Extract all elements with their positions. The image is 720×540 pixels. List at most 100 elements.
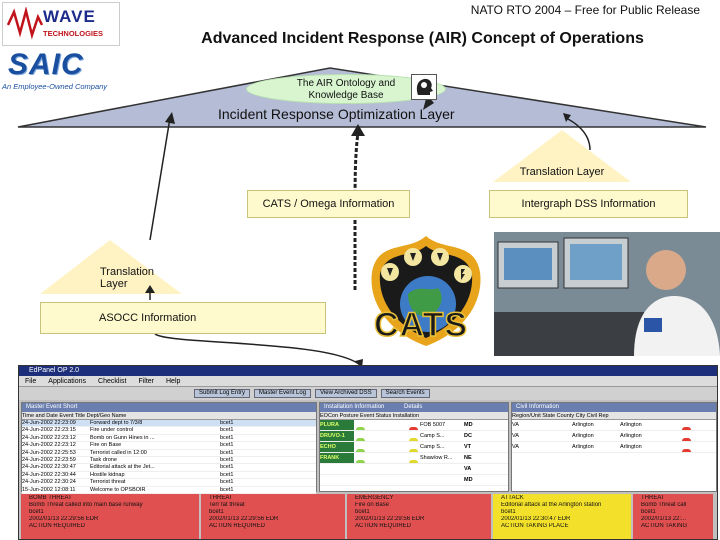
intergraph-info-label: Intergraph DSS Information: [521, 198, 656, 210]
event-time: 24-Jun-2002 22:23:09: [22, 420, 76, 426]
master-event-panel-header: Master Event Short: [22, 403, 316, 412]
event-time: 24-Jun-2002 22:23:59: [22, 456, 76, 463]
civil-county: Arlington: [572, 433, 594, 439]
alert-line: Terr fat threat: [209, 502, 245, 508]
alert-line: Fire on Base: [355, 502, 390, 508]
search-events-button[interactable]: Search Events: [380, 389, 430, 398]
installation-row[interactable]: VA: [320, 464, 508, 475]
saic-tagline: An Employee-Owned Company: [2, 82, 108, 91]
alert-line: bcet1: [209, 509, 224, 515]
alert-line: THREAT: [209, 495, 233, 501]
alert-line: ACTION REQUIRED: [29, 523, 86, 529]
alert-line: Bomb Threat call: [641, 502, 687, 508]
cats-omega-info-box: CATS / Omega Information: [247, 190, 410, 218]
operator-head: [646, 250, 686, 290]
civil-state: VA: [512, 433, 519, 439]
menu-applications[interactable]: Applications: [48, 378, 87, 385]
event-dept: bcet1: [220, 464, 234, 471]
event-title: Hostile kidnap: [90, 471, 125, 478]
ontology-arrowhead: [423, 95, 434, 110]
installation-panel-header: Installation Information Details: [320, 403, 508, 412]
cats-to-knowledge-arrow: [353, 132, 360, 290]
event-dept: bcet1: [220, 434, 234, 441]
alert-line: ACTION REQUIRED: [355, 523, 412, 529]
wave-icon: [7, 7, 43, 40]
event-time: 15-Jun-2002 12:08:11: [22, 486, 76, 493]
alert-line: 2002/01/13 22:...: [641, 516, 687, 522]
civil-city: Arlington: [620, 422, 642, 428]
details-tab[interactable]: Details: [404, 404, 423, 410]
cats-to-knowledge-arrowhead: [351, 124, 365, 136]
posture-status-icon: [356, 437, 365, 441]
cats-logo-text: CATS: [373, 305, 469, 345]
installation-code: FRANK: [320, 453, 354, 463]
installation-columns: EOCon Posture Event Status Installation: [320, 412, 508, 420]
right-translation-arrowhead: [563, 113, 571, 122]
event-time: 24-Jun-2002 22:23:15: [22, 427, 76, 434]
translation-layer-left-label: Translation Layer: [100, 266, 155, 290]
menu-checklist[interactable]: Checklist: [98, 378, 127, 385]
alert-line: bcet1: [355, 509, 370, 515]
event-title: Terrorist threat: [90, 479, 126, 486]
event-time: 24-Jun-2002 22:23:12: [22, 434, 76, 441]
app-toolbar: Submit Log Entry Master Event Log View A…: [19, 387, 717, 400]
installation-state: VA: [464, 466, 472, 472]
event-row[interactable]: 24-Jun-2002 22:23:09 Forward dept to 7/3/…: [22, 420, 316, 428]
event-dept: bcet1: [220, 479, 234, 486]
translation-triangle-left: [40, 240, 182, 294]
intergraph-info-box: Intergraph DSS Information: [489, 190, 688, 218]
installation-name: Camp S...: [420, 444, 445, 450]
menu-file[interactable]: File: [25, 378, 37, 385]
installation-row[interactable]: MD: [320, 475, 508, 486]
civil-status-icon: [682, 426, 691, 430]
cats-paw-emblem: [371, 236, 481, 346]
view-archived-dss-button[interactable]: View Archived DSS: [315, 389, 377, 398]
civil-city: Arlington: [620, 433, 642, 439]
menu-filter[interactable]: Filter: [138, 378, 154, 385]
menu-help[interactable]: Help: [166, 378, 181, 385]
alert-line: 2002/01/13 22:29:56 EDR: [29, 516, 99, 522]
left-translation-arrowhead: [165, 112, 175, 124]
ontology-line-1: The AIR Ontology and: [296, 78, 396, 89]
alert-line: Bomb Threat called into main base runway: [29, 502, 143, 508]
alert-line: ATTACK: [501, 495, 524, 501]
posture-status-icon: [356, 426, 365, 430]
asocc-info-label: ASOCC Information: [99, 312, 197, 324]
civil-panel: Civil Information Region/Unit State Coun…: [511, 402, 717, 492]
event-status-icon: [409, 448, 418, 452]
master-event-log-button[interactable]: Master Event Log: [254, 389, 312, 398]
event-dept: bcet1: [220, 471, 234, 478]
event-status-icon: [409, 426, 418, 430]
installation-code: DRUVO-1: [320, 431, 354, 441]
saic-logo: SAIC An Employee-Owned Company: [2, 48, 120, 94]
operator-shirt: [634, 296, 720, 356]
submit-log-entry-button[interactable]: Submit Log Entry: [194, 389, 251, 398]
event-title: Forward dept to 7/3/8: [90, 420, 143, 426]
saic-logo-text: SAIC: [8, 48, 84, 81]
installation-code: ECHO: [320, 442, 354, 452]
installation-code: PLURA: [320, 420, 354, 430]
civil-row[interactable]: VA Arlington Arlington: [512, 431, 716, 442]
